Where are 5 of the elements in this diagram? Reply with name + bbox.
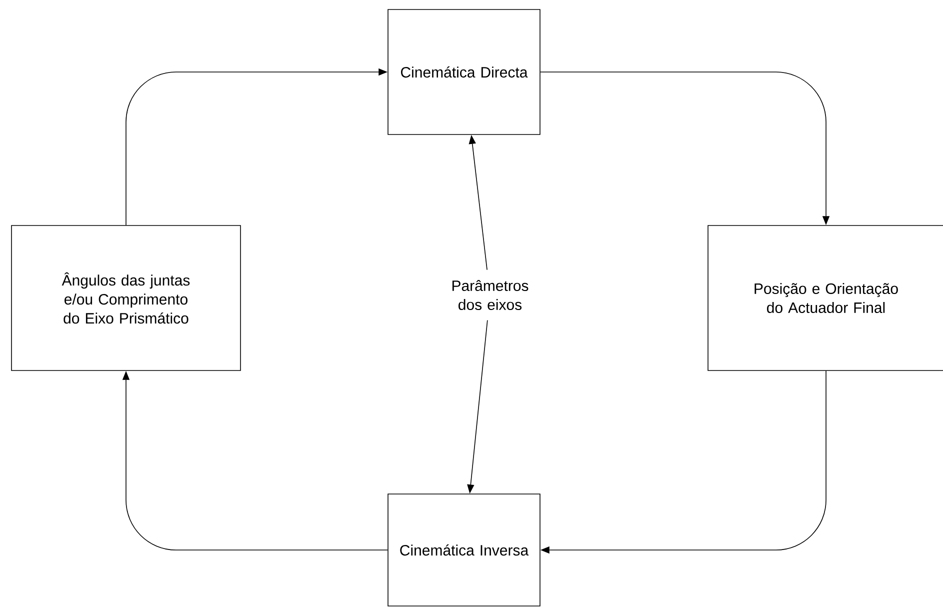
- process-box: Cinemática Directa: [388, 9, 540, 135]
- process-box: Ângulos das juntas e/ou Comprimento do Eixo Prismático: [11, 225, 241, 371]
- process-box: Posição e Orientação do Actuador Final: [708, 225, 943, 371]
- process-box: Cinemática Inversa: [388, 494, 540, 606]
- text-label: Parâmetros dos eixos: [452, 280, 528, 310]
